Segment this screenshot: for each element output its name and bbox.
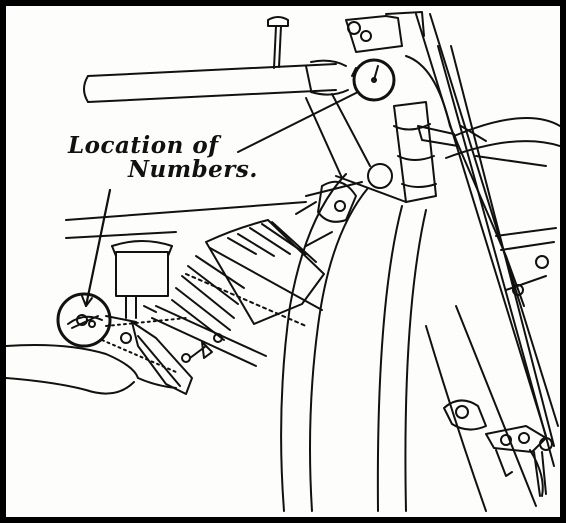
front-fork [405, 13, 559, 467]
frame-top-tube [83, 59, 349, 103]
frame-diagonal [65, 93, 393, 247]
callout-line-1: Location of [68, 132, 219, 159]
filler-cap [267, 16, 289, 69]
frame-down-tube [280, 173, 427, 512]
callout-line-2: Numbers. [128, 156, 258, 183]
callout-leaders [81, 91, 359, 308]
front-wheel [425, 117, 560, 512]
brake-linkage [443, 399, 553, 497]
engine-line-drawing [6, 11, 560, 512]
carburettor [111, 240, 173, 319]
lower-tank [6, 344, 177, 395]
crankcase [105, 305, 193, 395]
steering-head [345, 11, 437, 203]
speedometer-gauge-icon [351, 58, 396, 102]
engine-cylinder [151, 219, 325, 367]
dotted-guides [101, 317, 187, 373]
number-location-marker [56, 292, 112, 348]
